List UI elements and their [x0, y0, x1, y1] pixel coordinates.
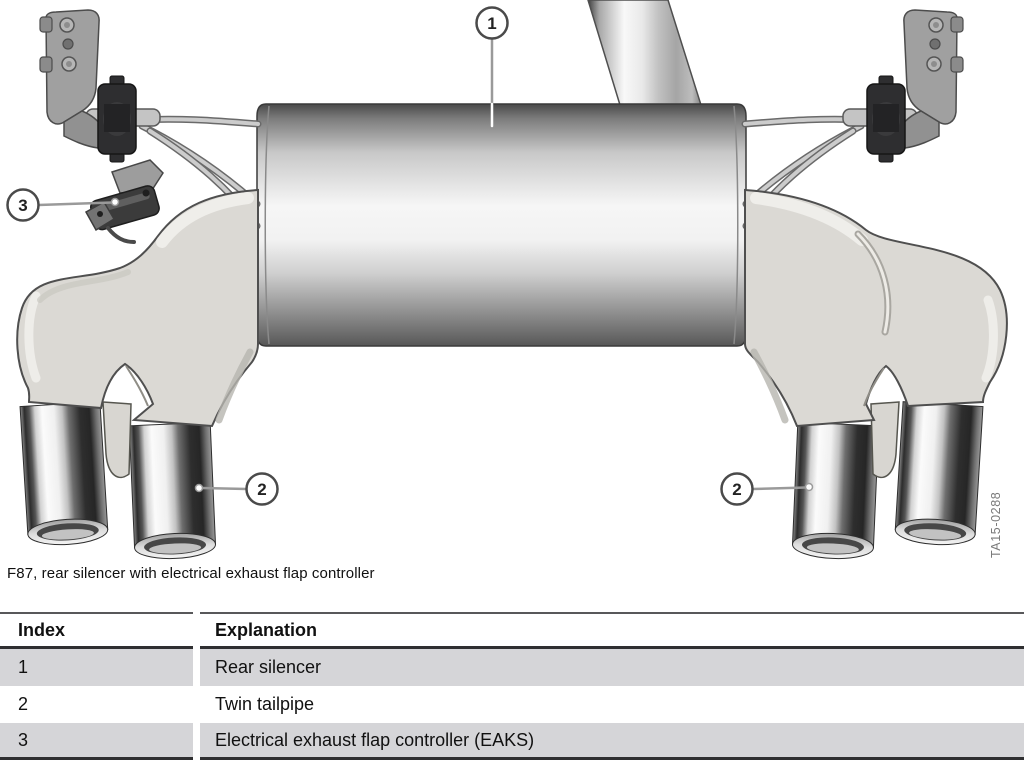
tailpipe-right-inner — [791, 421, 880, 560]
callout-3-number: 3 — [18, 196, 27, 215]
rubber-mount-left — [97, 75, 137, 163]
cell-explanation: Electrical exhaust flap controller (EAKS… — [200, 723, 1024, 760]
callout-1-circle — [475, 6, 509, 40]
cell-explanation: Rear silencer — [200, 649, 1024, 686]
callout-1-number: 1 — [487, 14, 496, 33]
callout-2-right-circle — [720, 472, 754, 506]
table-row: 2 Twin tailpipe — [0, 686, 1024, 723]
callout-circles — [6, 6, 754, 506]
callout-2-left-circle — [245, 472, 279, 506]
rear-silencer-illustration — [256, 103, 747, 347]
header-index: Index — [0, 612, 193, 649]
tailpipe-right-outer — [894, 401, 984, 546]
table-row: 1 Rear silencer — [0, 649, 1024, 686]
callout-3-circle — [6, 188, 40, 222]
twin-tailpipe-right — [791, 401, 984, 560]
figure-caption: F87, rear silencer with electrical exhau… — [7, 565, 375, 582]
mounting-hardware-left — [39, 9, 262, 230]
cell-explanation: Twin tailpipe — [215, 694, 315, 714]
exhaust-figure: 1 3 2 2 TA15-0288 — [6, 0, 1008, 560]
cell-index: 2 — [18, 694, 29, 714]
y-pipe-left — [16, 188, 259, 428]
tailpipe-left-inner — [128, 421, 217, 560]
callout-leaders — [37, 37, 808, 491]
exhaust-diagram: 1 3 2 2 TA15-0288 — [6, 0, 1008, 560]
leader-end-dots — [110, 197, 814, 493]
callout-2-right-number: 2 — [732, 480, 741, 499]
pipe-web-right — [870, 401, 900, 479]
tailpipe-left-outer — [19, 401, 109, 546]
drawing-code: TA15-0288 — [989, 492, 1003, 558]
legend-header-row: Index Explanation — [0, 612, 1024, 649]
inlet-pipe — [587, 0, 703, 106]
cell-index: 3 — [0, 723, 193, 760]
pipe-web-left — [102, 401, 132, 479]
eaks-actuator — [84, 159, 164, 244]
cell-index: 1 — [0, 649, 193, 686]
table-row: 3 Electrical exhaust flap controller (EA… — [0, 723, 1024, 760]
twin-tailpipe-left — [19, 401, 217, 560]
header-explanation: Explanation — [200, 612, 1024, 649]
y-pipe-right — [744, 188, 1008, 428]
callout-2-left-number: 2 — [257, 480, 266, 499]
hanger-bracket-left — [39, 9, 107, 149]
bracket-hole — [62, 38, 74, 50]
legend-table: Index Explanation 1 Rear silencer 2 Twin… — [0, 612, 1024, 760]
